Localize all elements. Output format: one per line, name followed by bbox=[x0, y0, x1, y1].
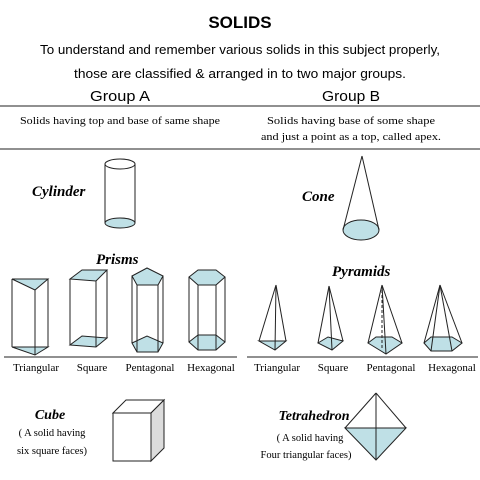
tetrahedron-shape bbox=[343, 392, 408, 461]
cone-label: Cone bbox=[302, 189, 335, 205]
cube-shape bbox=[111, 398, 166, 463]
cube-note-line-2: six square faces) bbox=[17, 446, 87, 457]
prisms-label: Prisms bbox=[96, 252, 139, 268]
prism-label-square: Square bbox=[77, 362, 108, 374]
prism-label-pentagonal: Pentagonal bbox=[126, 362, 175, 374]
subtitle-line-1: To understand and remember various solid… bbox=[40, 42, 440, 57]
subtitle-line-2: those are classified & arranged in to tw… bbox=[74, 66, 406, 81]
cylinder-label: Cylinder bbox=[32, 184, 85, 200]
pyramids-label: Pyramids bbox=[332, 264, 390, 280]
cube-label: Cube bbox=[35, 408, 65, 423]
square-pyramid-shape bbox=[316, 285, 345, 351]
pyramid-label-pentagonal: Pentagonal bbox=[367, 362, 416, 374]
group-b-description-line-1: Solids having base of some shape bbox=[267, 115, 435, 127]
pyramid-label-square: Square bbox=[318, 362, 349, 374]
prism-label-triangular: Triangular bbox=[13, 362, 59, 374]
cube-note-line-1: ( A solid having bbox=[19, 428, 87, 439]
pentagonal-prism-shape bbox=[131, 267, 164, 353]
tetra-note-line-2: Four triangular faces) bbox=[261, 450, 352, 461]
triangular-pyramid-shape bbox=[257, 284, 288, 351]
pyramid-label-hexagonal: Hexagonal bbox=[428, 362, 476, 374]
tetra-note-line-1: ( A solid having bbox=[277, 433, 345, 444]
cylinder-shape bbox=[104, 158, 136, 229]
hexagonal-pyramid-shape bbox=[423, 284, 463, 352]
triangular-prism-shape bbox=[11, 278, 50, 356]
pentagonal-pyramid-shape bbox=[367, 284, 403, 355]
cone-shape bbox=[342, 155, 380, 241]
group-b-description-line-2: and just a point as a top, called apex. bbox=[261, 131, 441, 143]
group-b-heading: Group B bbox=[322, 89, 380, 105]
hexagonal-prism-shape bbox=[188, 269, 226, 351]
group-a-description: Solids having top and base of same shape bbox=[20, 115, 220, 127]
prism-label-hexagonal: Hexagonal bbox=[187, 362, 235, 374]
square-prism-shape bbox=[68, 269, 109, 348]
tetrahedron-label: Tetrahedron bbox=[278, 409, 349, 424]
page-title: SOLIDS bbox=[208, 13, 271, 32]
group-a-heading: Group A bbox=[90, 89, 150, 105]
pyramid-label-triangular: Triangular bbox=[254, 362, 300, 374]
